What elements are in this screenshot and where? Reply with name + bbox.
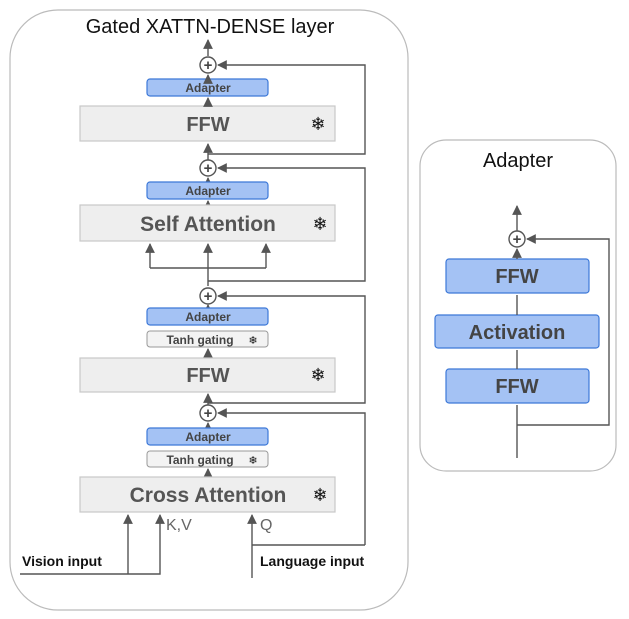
- adapter-label-1: Adapter: [185, 81, 231, 95]
- adapter-ffw-bottom-label: FFW: [495, 376, 538, 398]
- svg-text:+: +: [204, 288, 213, 305]
- adapter-residual-add: +: [508, 230, 526, 248]
- tanh-gating-label-2: Tanh gating: [166, 453, 233, 467]
- svg-text:+: +: [204, 405, 213, 422]
- residual-add-2: +: [199, 159, 217, 177]
- adapter-box-2: [146, 181, 269, 200]
- adapter-box-3: [146, 307, 269, 326]
- adapter-activation-label: Activation: [469, 322, 566, 344]
- language-input-label: Language input: [260, 553, 365, 569]
- adapter-label-4: Adapter: [185, 430, 231, 444]
- residual-add-1: +: [199, 56, 217, 74]
- ffw-mid-block: [79, 357, 336, 393]
- adapter-label-2: Adapter: [185, 184, 231, 198]
- frozen-snowflake-icon: ❄: [248, 454, 257, 467]
- cross-attention-block: [79, 476, 336, 513]
- frozen-snowflake-icon: ❄: [248, 334, 257, 347]
- adapter-skip-connection: [517, 234, 610, 426]
- left-panel-title: Gated XATTN-DENSE layer: [86, 16, 335, 38]
- tanh-gating-box-1: [146, 330, 269, 348]
- right-panel-title: Adapter: [483, 150, 553, 172]
- right-panel: [419, 139, 617, 472]
- residual-skip-1: [208, 60, 366, 155]
- svg-text:+: +: [513, 231, 522, 248]
- residual-skip-4: [217, 408, 366, 545]
- frozen-snowflake-icon: ❄: [312, 214, 327, 235]
- frozen-snowflake-icon: ❄: [312, 485, 327, 506]
- adapter-ffw-top-label: FFW: [495, 266, 538, 288]
- residual-add-3: +: [199, 287, 217, 305]
- frozen-snowflake-icon: ❄: [310, 114, 325, 135]
- svg-text:+: +: [204, 57, 213, 74]
- self-attention-block: [79, 204, 336, 242]
- q-label: Q: [260, 517, 272, 534]
- vision-input-label: Vision input: [22, 553, 102, 569]
- svg-text:+: +: [204, 160, 213, 177]
- kv-label: K,V: [166, 517, 192, 534]
- ffw-top-block: [79, 105, 336, 142]
- vision-input-kv-line: [20, 514, 165, 575]
- ffw-mid-label: FFW: [186, 365, 229, 387]
- adapter-label-3: Adapter: [185, 310, 231, 324]
- self-attention-label: Self Attention: [140, 213, 276, 236]
- cross-attention-label: Cross Attention: [130, 484, 287, 507]
- residual-skip-2: [208, 163, 366, 282]
- frozen-snowflake-icon: ❄: [310, 365, 325, 386]
- residual-add-4: +: [199, 404, 217, 422]
- tanh-gating-label-1: Tanh gating: [166, 333, 233, 347]
- residual-skip-3: [208, 291, 366, 404]
- tanh-gating-box-2: [146, 450, 269, 468]
- ffw-top-label: FFW: [186, 114, 229, 136]
- adapter-box-4: [146, 427, 269, 446]
